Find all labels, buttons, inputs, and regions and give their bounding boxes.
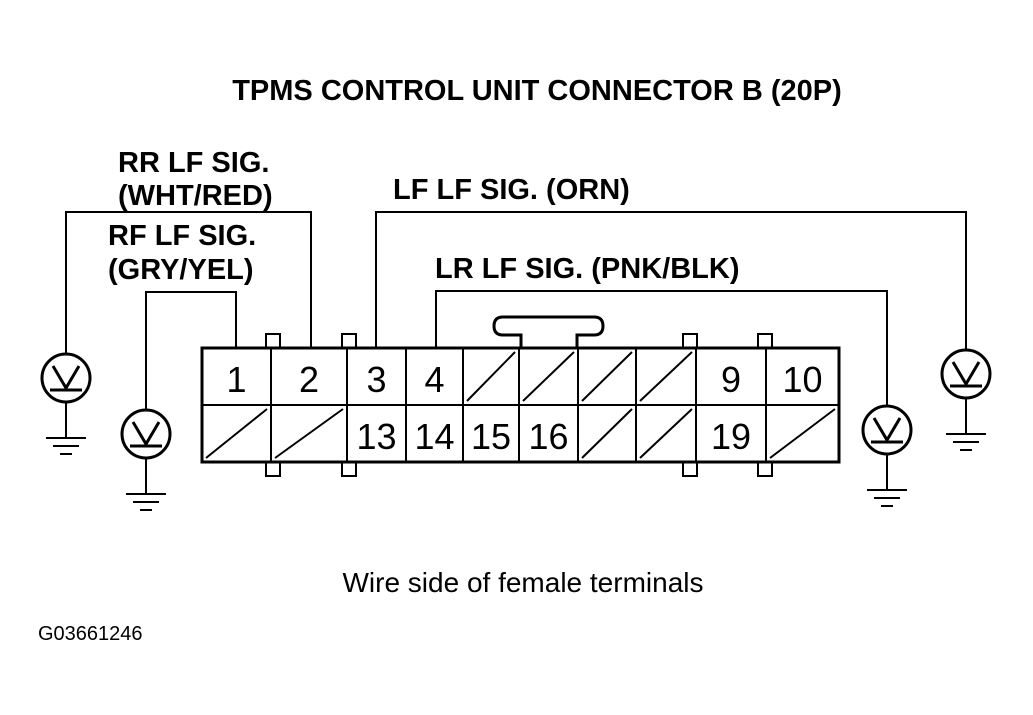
unused-cavity bbox=[466, 351, 516, 402]
wire-rf bbox=[145, 291, 237, 410]
connector-lock-tab bbox=[492, 315, 605, 348]
voltmeter-lf-icon bbox=[940, 348, 992, 451]
terminal-13: 13 bbox=[356, 416, 396, 457]
rf-wire-color-label: (GRY/YEL) bbox=[108, 254, 254, 286]
unused-cavity bbox=[205, 408, 268, 459]
wire-rr bbox=[65, 211, 312, 354]
voltmeter-rr-icon bbox=[40, 352, 92, 455]
diagram-title: TPMS CONTROL UNIT CONNECTOR B (20P) bbox=[232, 75, 842, 107]
unused-cavity bbox=[274, 408, 344, 459]
terminal-19: 19 bbox=[711, 416, 751, 457]
terminal-3: 3 bbox=[366, 359, 386, 400]
terminal-1: 1 bbox=[226, 359, 246, 400]
wire-lf bbox=[375, 211, 967, 350]
unused-cavity bbox=[639, 351, 693, 402]
unused-cavity bbox=[769, 408, 836, 459]
unused-cavity bbox=[581, 351, 633, 402]
unused-cavity bbox=[522, 351, 575, 402]
unused-cavity bbox=[581, 408, 633, 459]
voltmeter-rf-icon bbox=[120, 408, 172, 511]
unused-cavity bbox=[639, 408, 693, 459]
view-caption: Wire side of female terminals bbox=[342, 567, 703, 598]
rr-wire-color-label: (WHT/RED) bbox=[118, 180, 273, 212]
terminal-2: 2 bbox=[299, 359, 319, 400]
terminal-15: 15 bbox=[471, 416, 511, 457]
wires bbox=[65, 211, 967, 410]
terminal-9: 9 bbox=[721, 359, 741, 400]
rr-signal-label: RR LF SIG. bbox=[118, 147, 269, 179]
terminal-14: 14 bbox=[414, 416, 454, 457]
lf-signal-label: LF LF SIG. (ORN) bbox=[393, 174, 630, 206]
lr-signal-label: LR LF SIG. (PNK/BLK) bbox=[435, 253, 739, 285]
rf-signal-label: RF LF SIG. bbox=[108, 220, 256, 252]
figure-code: G03661246 bbox=[38, 623, 143, 645]
terminal-16: 16 bbox=[528, 416, 568, 457]
voltmeters bbox=[40, 348, 992, 511]
voltmeter-lr-icon bbox=[861, 404, 913, 507]
terminal-4: 4 bbox=[424, 359, 444, 400]
wire-lr bbox=[435, 290, 888, 406]
terminal-10: 10 bbox=[782, 359, 822, 400]
